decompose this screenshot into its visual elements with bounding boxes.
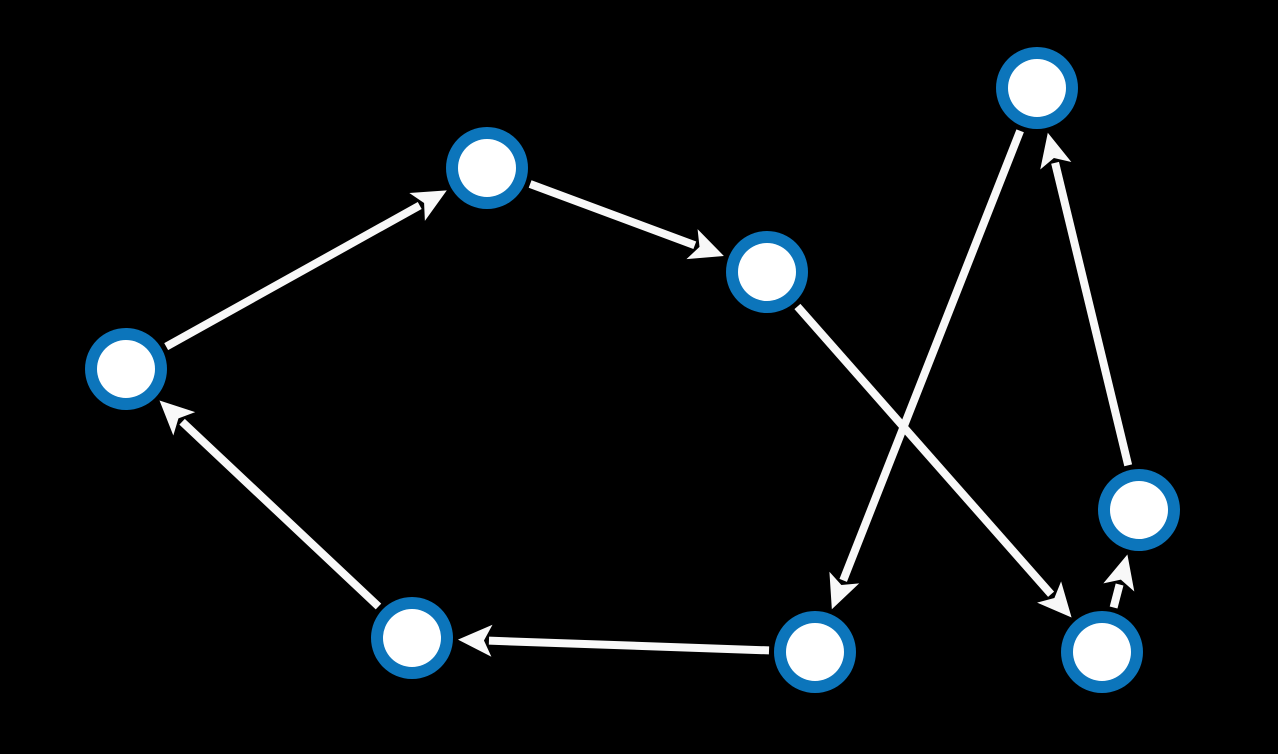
edge-left-to-top-left-arrowhead [409, 190, 447, 221]
node-bottom-middle-core [786, 623, 844, 681]
edge-upper-middle-to-bottom-right-line [794, 303, 1055, 597]
edge-bottom-right-to-right-middle-line [1109, 583, 1124, 609]
edge-top-right-to-bottom-middle [829, 129, 1024, 610]
node-right-middle[interactable] [1098, 469, 1180, 551]
node-top-left[interactable] [446, 127, 528, 209]
edge-top-left-to-upper-middle [528, 180, 724, 260]
edge-left-to-top-left-line [164, 201, 422, 351]
node-upper-middle[interactable] [726, 231, 808, 313]
node-bottom-left[interactable] [371, 597, 453, 679]
edge-bottom-right-to-right-middle-arrowhead [1103, 554, 1135, 592]
edge-bottom-left-to-left-line [179, 418, 382, 610]
edge-bottom-right-to-right-middle [1103, 554, 1135, 609]
edge-right-middle-to-top-right [1040, 132, 1133, 467]
edge-upper-middle-to-bottom-right-arrowhead [1037, 581, 1072, 618]
node-bottom-left-core [383, 609, 441, 667]
node-bottom-right[interactable] [1061, 611, 1143, 693]
edge-right-middle-to-top-right-line [1051, 161, 1133, 467]
edge-top-left-to-upper-middle-line [528, 180, 697, 249]
nodes-layer [85, 47, 1180, 693]
edge-left-to-top-left [164, 190, 447, 351]
node-top-right[interactable] [996, 47, 1078, 129]
node-top-right-core [1008, 59, 1066, 117]
edge-bottom-middle-to-bottom-left-arrowhead [457, 624, 493, 657]
edge-top-right-to-bottom-middle-arrowhead [829, 571, 860, 610]
edge-bottom-middle-to-bottom-left [457, 624, 770, 657]
node-bottom-middle[interactable] [774, 611, 856, 693]
node-upper-middle-core [738, 243, 796, 301]
node-right-middle-core [1110, 481, 1168, 539]
edge-bottom-middle-to-bottom-left-line [488, 636, 770, 655]
edge-right-middle-to-top-right-arrowhead [1040, 132, 1072, 170]
edge-bottom-left-to-left-arrowhead [159, 400, 196, 436]
edge-bottom-left-to-left [159, 400, 382, 610]
edge-top-right-to-bottom-middle-line [839, 129, 1024, 582]
edge-top-left-to-upper-middle-arrowhead [686, 229, 724, 260]
edge-upper-middle-to-bottom-right [794, 303, 1072, 618]
node-bottom-right-core [1073, 623, 1131, 681]
node-left-core [97, 340, 155, 398]
node-left[interactable] [85, 328, 167, 410]
edges-layer [159, 129, 1135, 657]
node-top-left-core [458, 139, 516, 197]
